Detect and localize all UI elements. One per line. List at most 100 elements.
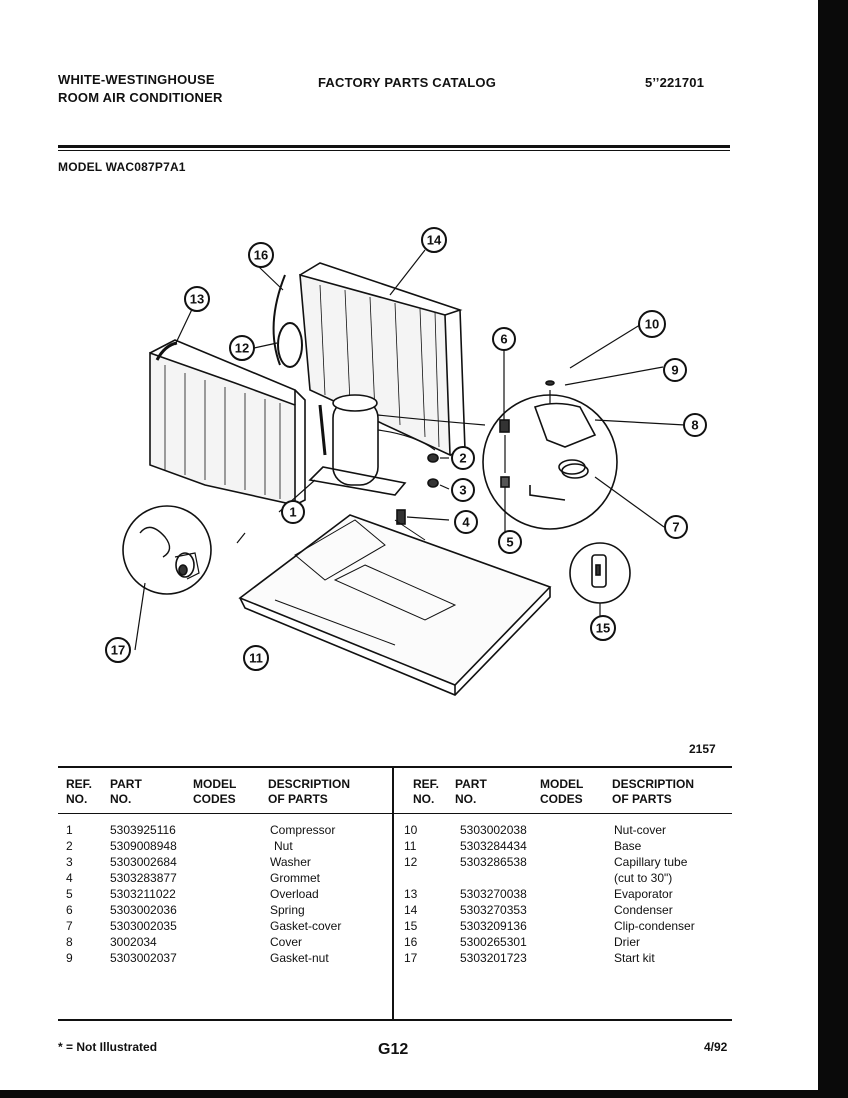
desc-cell: Capillary tube [614,855,688,869]
desc-cell: Washer [270,855,311,869]
svg-text:4: 4 [462,515,470,530]
desc-cell: Compressor [270,823,336,837]
ref-cell [404,870,460,886]
desc-cell: Nut [274,839,293,853]
svg-text:17: 17 [111,643,125,658]
part-cell: 5300265301 [460,935,527,949]
part-cell: 5303283877 [110,871,177,885]
table-row: 4 5303283877 Grommet [66,870,341,886]
page-number: G12 [378,1041,409,1058]
drawing-number: 2157 [689,742,716,756]
condenser-drawing [299,262,466,457]
exploded-parts-diagram: 1 2 3 4 5 6 7 8 9 10 11 12 13 14 15 16 1… [105,227,707,696]
part-cell: 5303270353 [460,903,527,917]
svg-text:3: 3 [459,483,466,498]
table-header-rule [58,813,732,814]
desc-cell: (cut to 30") [614,871,673,885]
callout-14: 14 [421,227,447,253]
desc-cell: Nut-cover [614,823,667,837]
table-row: 11 5303284434 Base [404,838,695,854]
ref-cell: 9 [66,951,73,965]
brand-line-1: WHITE-WESTINGHOUSE [58,72,215,87]
callout-4: 4 [454,510,478,534]
part-cell: 3002034 [110,935,157,949]
part-cell: 5303002035 [110,919,177,933]
svg-text:13: 13 [190,292,204,307]
ref-cell: 8 [66,935,73,949]
ref-cell: 16 [404,935,418,949]
part-cell: 5303284434 [460,839,527,853]
callout-8: 8 [683,413,707,437]
compressor-drawing [308,394,486,496]
svg-text:9: 9 [671,363,678,378]
header-rule-thick [58,145,730,148]
desc-cell: Start kit [614,951,655,965]
ref-cell: 2 [66,839,73,853]
model-label: MODEL WAC087P7A1 [58,160,186,174]
svg-text:5: 5 [506,535,513,550]
ref-cell: 17 [404,951,418,965]
part-cell: 5303002038 [460,823,527,837]
ref-cell: 4 [66,871,73,885]
desc-cell: Gasket-cover [270,919,342,933]
left-col-ref-header: REF.NO. [66,777,93,806]
part-cell: 5309008948 [110,839,177,853]
svg-text:1: 1 [289,505,296,520]
svg-text:10: 10 [645,317,659,332]
part-cell [460,870,614,886]
part-cell: 5303002684 [110,855,177,869]
ref-cell: 6 [66,903,73,917]
catalog-number: 5’’221701 [645,75,705,90]
ref-cell: 1 [66,823,73,837]
part-cell: 5303286538 [460,855,527,869]
svg-text:16: 16 [254,248,268,263]
desc-cell: Drier [614,935,640,949]
svg-text:6: 6 [500,332,507,347]
table-row: 16 5300265301 Drier [404,934,695,950]
evaporator-drawing [149,339,306,506]
callout-12: 12 [229,335,255,361]
desc-cell: Gasket-nut [270,951,329,965]
table-row: 2 5309008948 Nut [66,838,341,854]
table-row: (cut to 30") [404,870,695,886]
desc-cell: Condenser [614,903,673,917]
ref-cell: 13 [404,887,418,901]
part-cell: 5303209136 [460,919,527,933]
ref-cell: 11 [404,839,417,853]
svg-text:15: 15 [596,621,610,636]
right-col-ref-header: REF.NO. [413,777,440,806]
callout-1: 1 [281,500,305,524]
ref-cell: 10 [404,823,418,837]
ref-cell: 3 [66,855,73,869]
callout-16: 16 [248,242,274,268]
callout-7: 7 [664,515,688,539]
table-row: 8 3002034 Cover [66,934,341,950]
svg-text:11: 11 [249,651,263,666]
table-top-rule [58,766,732,768]
brand-line-2: ROOM AIR CONDITIONER [58,90,223,105]
desc-cell: Base [614,839,642,853]
svg-text:8: 8 [691,418,698,433]
desc-cell: Cover [270,935,303,949]
part-cell: 5303270038 [460,887,527,901]
callout-9: 9 [663,358,687,382]
parts-table-right: 10 5303002038 Nut-cover 11 5303284434 Base 1… [404,822,695,966]
table-divider [392,766,394,1020]
desc-cell: Grommet [270,871,321,885]
svg-text:12: 12 [235,341,249,356]
callout-6: 6 [492,327,516,351]
callout-3: 3 [451,478,475,502]
table-row: 3 5303002684 Washer [66,854,341,870]
catalog-title: FACTORY PARTS CATALOG [318,75,497,90]
